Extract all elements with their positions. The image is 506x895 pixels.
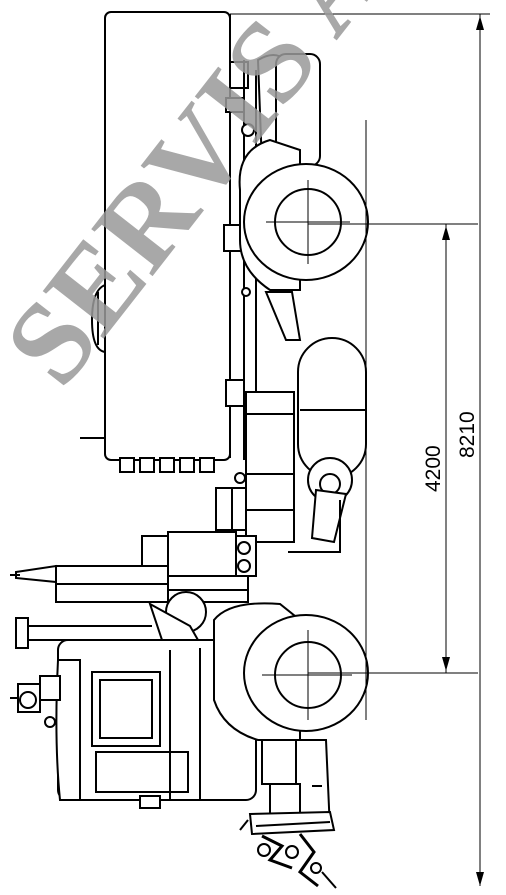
dimension-lines [230,13,490,886]
front-wheel [213,602,369,741]
middle-drum [288,337,367,553]
overall-length-label: 8210 [456,411,479,458]
cab [10,591,257,809]
grain-bin [80,11,231,473]
front-attachment [239,739,337,889]
engine-block [10,531,257,603]
rear-wheel [238,53,369,341]
wheelbase-label: 4200 [422,445,445,492]
